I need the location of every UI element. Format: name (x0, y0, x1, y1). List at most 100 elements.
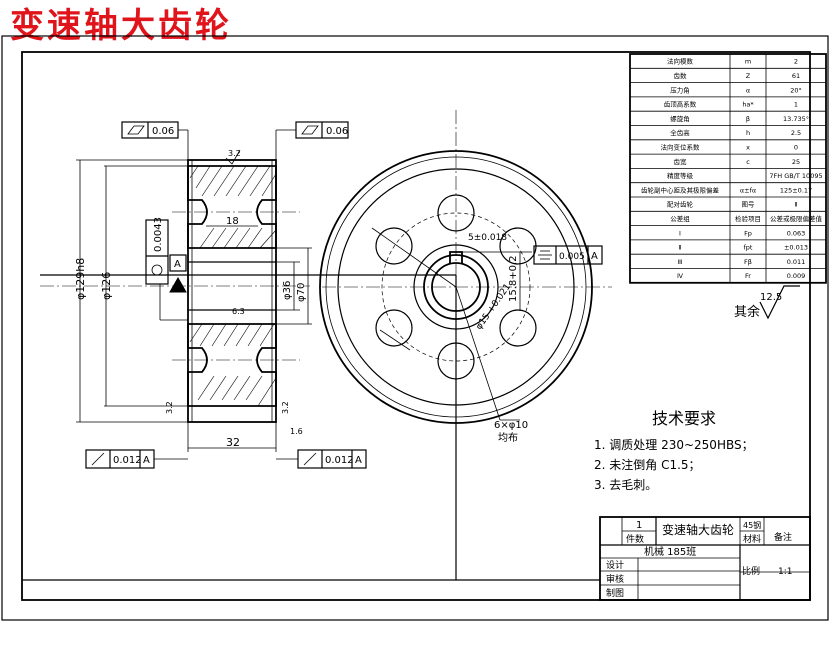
param-cell: Z (746, 72, 751, 80)
holes-uniform-note: 均布 (498, 432, 518, 444)
svg-text:机械 185班: 机械 185班 (644, 545, 696, 558)
param-cell: Ⅱ (678, 244, 681, 252)
dim-tip-diameter: φ129h8 (74, 258, 87, 300)
param-cell: Ⅰ (679, 229, 681, 237)
svg-text:审核: 审核 (606, 573, 624, 585)
section-view: φ129h8 φ126 φ36 φ70 18 32 0.06 (40, 121, 367, 469)
flatness-frame-left: 0.06 (121, 121, 188, 139)
param-cell: 齿顶高系数 (664, 100, 697, 109)
root-circle (325, 156, 587, 418)
svg-text:1: 1 (636, 520, 642, 531)
title-block: 1 件数 变速轴大齿轮 45钢 材料 备注 机械 185班 设计 审核 制图 比… (599, 516, 811, 601)
svg-text:45钢: 45钢 (743, 520, 761, 530)
param-cell: 125±0.17 (780, 186, 812, 194)
title-block-part-name: 变速轴大齿轮 (662, 522, 734, 537)
svg-text:0.012: 0.012 (325, 455, 354, 466)
tech-req-3: 3. 去毛刺。 (594, 478, 657, 492)
param-cell: 配对齿轮 (667, 200, 694, 209)
param-cell: β (746, 115, 750, 123)
param-cell: h (746, 129, 750, 137)
param-cell: 法向模数 (667, 57, 694, 66)
param-cell: 公差组 (670, 214, 690, 223)
inner-border (21, 51, 811, 601)
svg-text:A: A (591, 251, 598, 262)
keyway-depth: 15.8+0.2 (508, 255, 519, 302)
param-cell: 0.063 (787, 229, 806, 237)
svg-text:3.2: 3.2 (165, 401, 174, 414)
shaft-bore (431, 262, 481, 312)
drawing-title: 变速轴大齿轮 (10, 6, 232, 46)
svg-text:比例: 比例 (742, 565, 760, 577)
param-cell: 2.5 (791, 129, 801, 137)
hatching (189, 165, 277, 407)
param-cell: 13.735° (783, 115, 809, 123)
param-cell: 精度等级 (667, 171, 694, 180)
param-cell: fpt (744, 244, 753, 252)
hole-top (437, 194, 475, 232)
svg-text:备注: 备注 (774, 531, 792, 543)
outer-border (1, 35, 829, 621)
svg-text:0.012: 0.012 (113, 455, 142, 466)
svg-text:制图: 制图 (606, 587, 624, 599)
svg-text:0.005: 0.005 (559, 252, 585, 262)
param-cell: α (746, 86, 750, 94)
upper-section (187, 165, 277, 249)
param-cell: 公差或极限偏差值 (770, 214, 823, 223)
param-cell: 压力角 (670, 85, 690, 94)
rest-roughness: 其余 12.5 (734, 285, 800, 320)
param-cell: Fp (744, 229, 752, 237)
param-cell: 螺旋角 (670, 114, 690, 123)
param-cell: ±0.013 (784, 244, 808, 252)
dim-bore-diameter: φ36 (282, 281, 293, 300)
tech-req-1: 1. 调质处理 230~250HBS； (594, 438, 754, 452)
param-cell: Fr (745, 272, 751, 280)
svg-text:12.5: 12.5 (760, 292, 782, 303)
tech-req-2: 2. 未注倒角 C1.5； (594, 457, 701, 472)
svg-text:A: A (174, 259, 181, 270)
param-cell: 20° (790, 86, 802, 94)
param-cell: 1 (794, 101, 798, 109)
param-cell: 全齿高 (670, 128, 690, 137)
svg-text:A: A (355, 455, 362, 466)
param-cell: Ⅳ (677, 272, 683, 280)
param-cell: 0.011 (787, 258, 806, 266)
param-cell: 齿数 (674, 71, 688, 80)
svg-text:0.0043: 0.0043 (153, 217, 164, 252)
hole-bottom (437, 342, 475, 380)
param-cell: 齿宽 (674, 157, 688, 166)
technical-requirements: 技术要求 1. 调质处理 230~250HBS； 2. 未注倒角 C1.5； 3… (594, 409, 754, 492)
parallelism-frame: 0.0043 A (145, 217, 188, 321)
param-cell: 25 (792, 158, 800, 166)
flatness-frame-right: 0.06 (276, 121, 349, 139)
svg-text:设计: 设计 (606, 559, 624, 571)
param-cell: 0 (794, 144, 798, 152)
param-cell: 7FH GB/T 10095 (769, 172, 822, 180)
symmetry-frame: 0.005 A (533, 245, 603, 265)
svg-text:0.06: 0.06 (152, 126, 174, 137)
hub-bore (423, 254, 489, 320)
dim-hub-diameter: φ70 (296, 283, 307, 302)
tech-req-heading: 技术要求 (652, 409, 716, 428)
svg-text:6.3: 6.3 (232, 307, 245, 316)
svg-text:件数: 件数 (626, 533, 644, 545)
param-cell: 检验项目 (735, 214, 761, 223)
svg-text:3.2: 3.2 (281, 401, 290, 414)
hole-right-lower (499, 309, 537, 347)
lower-section (187, 323, 277, 407)
svg-text:材料: 材料 (743, 533, 761, 545)
keyway-width: 5±0.018 (468, 233, 507, 243)
keyway (449, 251, 463, 263)
gear-outline (187, 159, 277, 423)
param-cell: 图号 (742, 201, 756, 209)
dim-root-diameter: φ126 (100, 272, 113, 300)
param-cell: 61 (792, 72, 800, 80)
svg-text:0.06: 0.06 (326, 126, 348, 137)
svg-text:1:1: 1:1 (778, 567, 792, 577)
param-cell: c (746, 158, 750, 166)
param-cell: 法向变位系数 (661, 143, 701, 152)
param-cell: ha* (742, 101, 754, 109)
param-cell: 2 (794, 58, 798, 66)
front-view: 5±0.018 15.8+0.2 0.005 A φ15 +0.021 6×φ1… (319, 110, 612, 444)
